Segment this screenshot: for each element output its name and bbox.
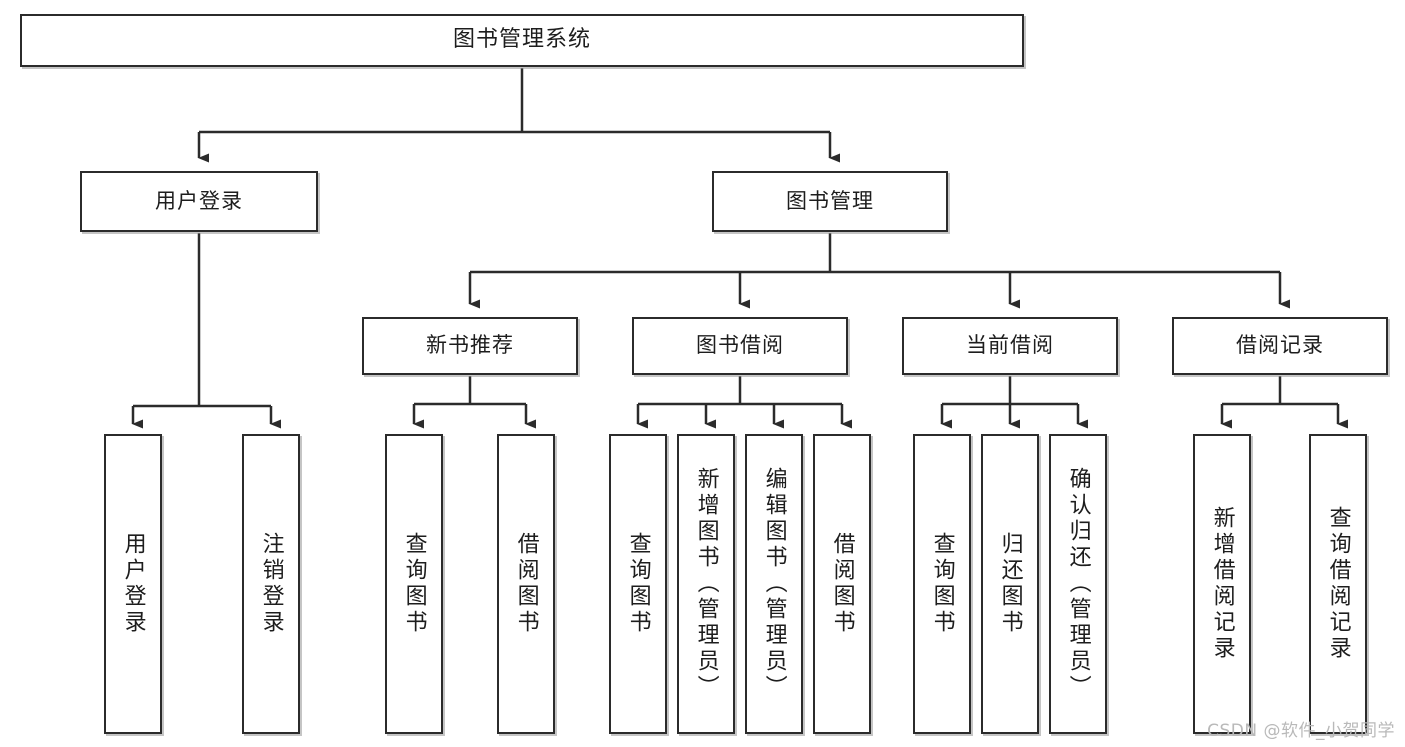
node-book-management-label: 图书管理 xyxy=(786,188,874,213)
leaf-cb-return-book[interactable]: 归还图书 xyxy=(981,434,1039,734)
leaf-bb-edit-book-admin[interactable]: 编辑图书（管理员） xyxy=(745,434,803,734)
leaf-bb-query-book-label: 查询图书 xyxy=(625,532,651,636)
leaf-user-login-label: 用户登录 xyxy=(120,532,146,636)
node-current-borrow-label: 当前借阅 xyxy=(966,333,1054,358)
node-new-book-recommend-label: 新书推荐 xyxy=(426,333,514,358)
leaf-bb-edit-book-admin-label: 编辑图书（管理员） xyxy=(761,467,787,701)
node-new-book-recommend[interactable]: 新书推荐 xyxy=(362,317,578,375)
leaf-logout-label: 注销登录 xyxy=(258,532,284,636)
leaf-nb-borrow-book-label: 借阅图书 xyxy=(513,532,539,636)
node-book-borrow[interactable]: 图书借阅 xyxy=(632,317,848,375)
node-book-borrow-label: 图书借阅 xyxy=(696,333,784,358)
leaf-nb-borrow-book[interactable]: 借阅图书 xyxy=(497,434,555,734)
leaf-cb-confirm-return-admin-label: 确认归还（管理员） xyxy=(1065,467,1091,701)
leaf-bb-add-book-admin[interactable]: 新增图书（管理员） xyxy=(677,434,735,734)
leaf-cb-return-book-label: 归还图书 xyxy=(997,532,1023,636)
leaf-logout[interactable]: 注销登录 xyxy=(242,434,300,734)
node-book-management[interactable]: 图书管理 xyxy=(712,171,948,232)
leaf-br-add-record[interactable]: 新增借阅记录 xyxy=(1193,434,1251,734)
node-borrow-record[interactable]: 借阅记录 xyxy=(1172,317,1388,375)
leaf-bb-borrow-book-label: 借阅图书 xyxy=(829,532,855,636)
leaf-nb-query-book-label: 查询图书 xyxy=(401,532,427,636)
leaf-br-query-record-label: 查询借阅记录 xyxy=(1325,506,1351,662)
node-user-login-label: 用户登录 xyxy=(155,188,243,213)
leaf-br-add-record-label: 新增借阅记录 xyxy=(1209,506,1235,662)
leaf-br-query-record[interactable]: 查询借阅记录 xyxy=(1309,434,1367,734)
node-borrow-record-label: 借阅记录 xyxy=(1236,333,1324,358)
node-root-label: 图书管理系统 xyxy=(452,27,591,53)
leaf-bb-add-book-admin-label: 新增图书（管理员） xyxy=(693,467,719,701)
leaf-cb-confirm-return-admin[interactable]: 确认归还（管理员） xyxy=(1049,434,1107,734)
leaf-user-login[interactable]: 用户登录 xyxy=(104,434,162,734)
node-user-login[interactable]: 用户登录 xyxy=(80,171,318,232)
node-current-borrow[interactable]: 当前借阅 xyxy=(902,317,1118,375)
leaf-cb-query-book-label: 查询图书 xyxy=(929,532,955,636)
node-root-book-management-system[interactable]: 图书管理系统 xyxy=(20,14,1024,67)
leaf-bb-borrow-book[interactable]: 借阅图书 xyxy=(813,434,871,734)
leaf-cb-query-book[interactable]: 查询图书 xyxy=(913,434,971,734)
leaf-nb-query-book[interactable]: 查询图书 xyxy=(385,434,443,734)
leaf-bb-query-book[interactable]: 查询图书 xyxy=(609,434,667,734)
